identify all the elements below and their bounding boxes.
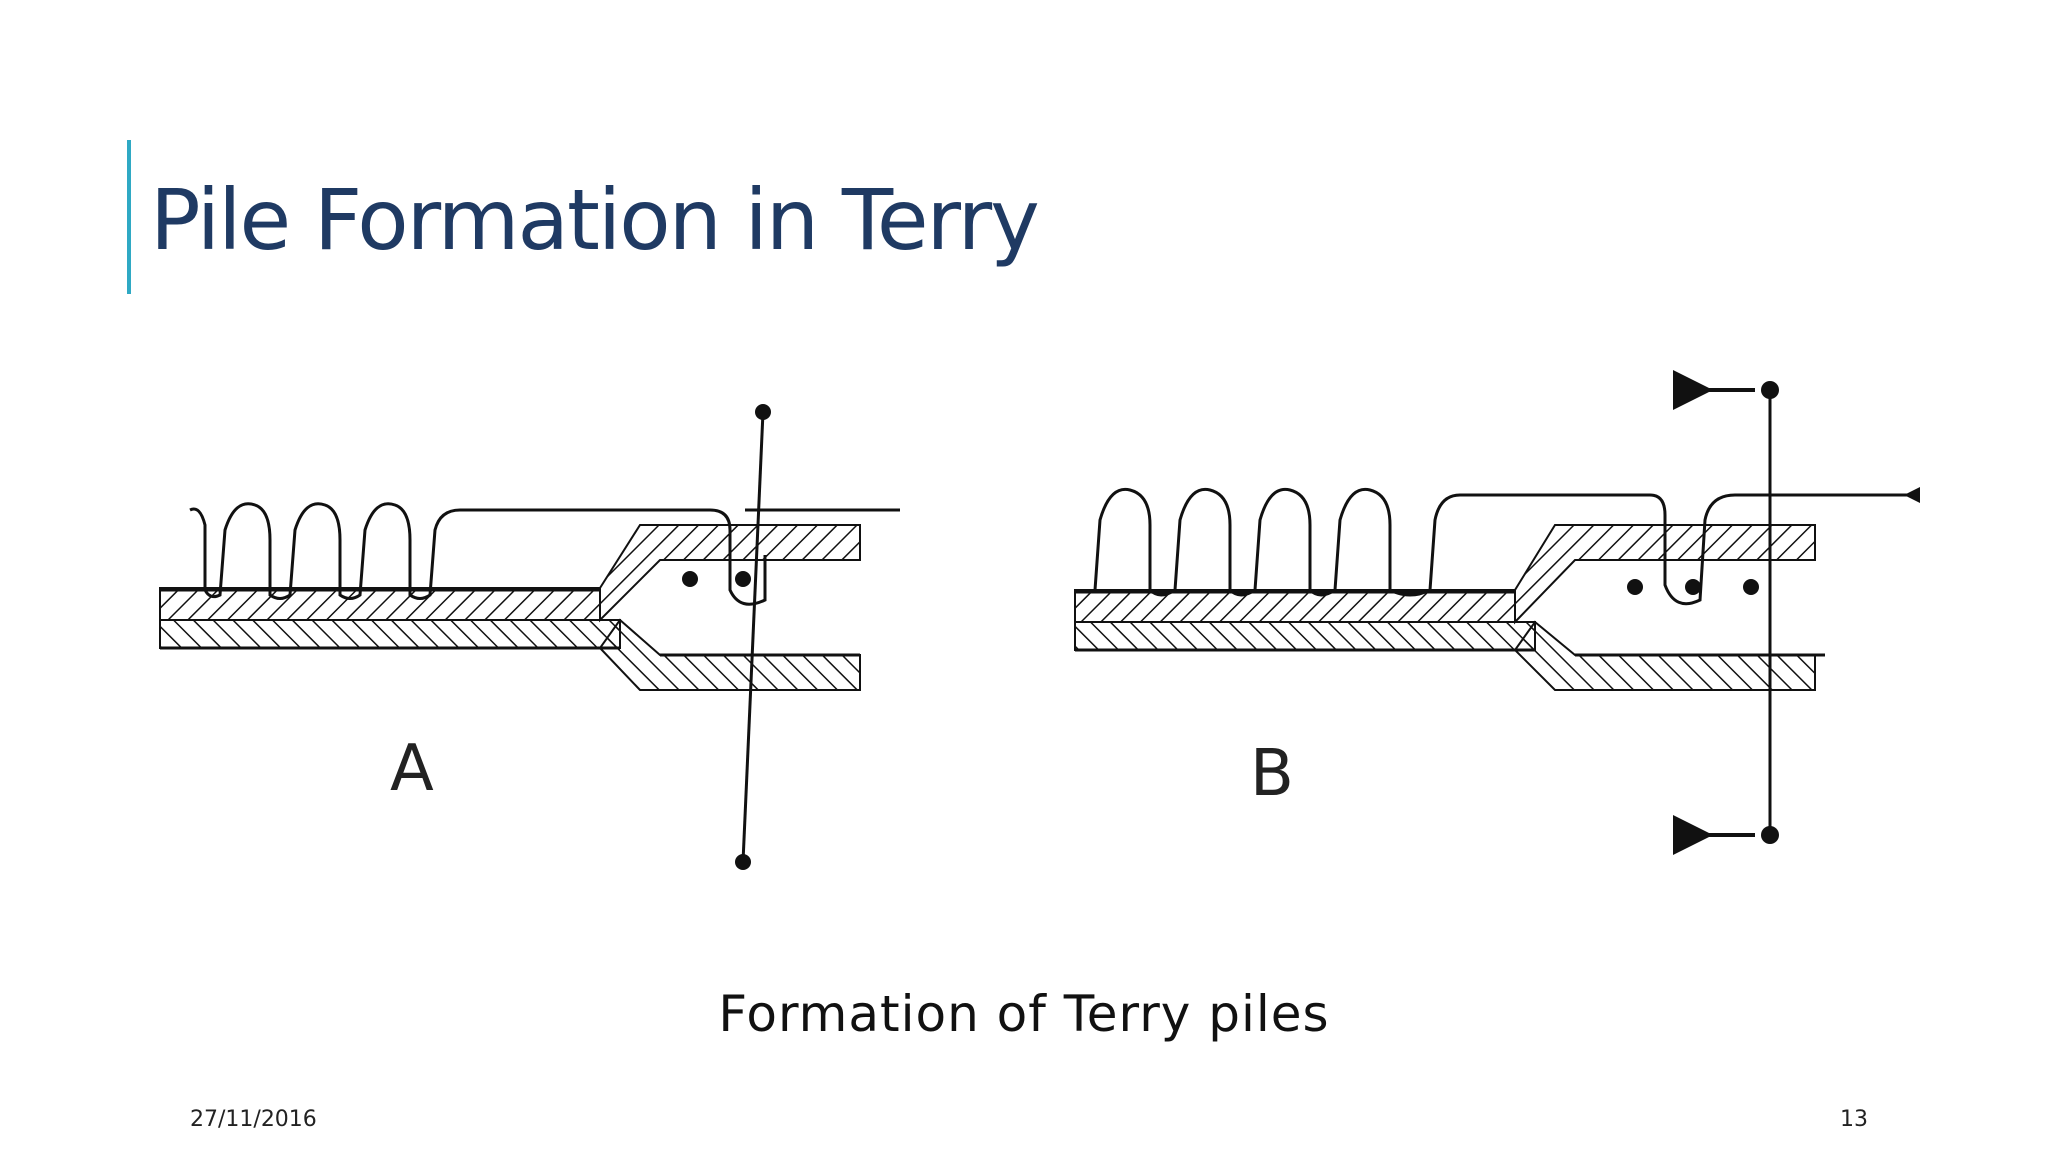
cloth-a <box>159 524 861 691</box>
panel-b-label: B <box>1250 737 1294 811</box>
title-accent-bar <box>127 140 131 294</box>
footer-date: 27/11/2016 <box>190 1107 317 1132</box>
page-number: 13 <box>1840 1107 1868 1132</box>
panel-a-label: A <box>390 732 434 806</box>
reed-a <box>741 411 765 863</box>
panel-b: B <box>1074 370 1920 855</box>
weft-pick <box>682 571 698 587</box>
weft-pick <box>1685 579 1701 595</box>
panel-a: A <box>159 404 900 870</box>
terry-pile-diagram: A B <box>159 370 1920 870</box>
slide-title: Pile Formation in Terry <box>150 171 1040 269</box>
cloth-b <box>1074 524 1825 691</box>
pile-yarn-b <box>1093 487 1835 606</box>
weft-pick <box>735 571 751 587</box>
pile-yarn-a <box>189 502 732 600</box>
figure-caption: Formation of Terry piles <box>718 985 1330 1043</box>
weft-pick <box>1627 579 1643 595</box>
weft-pick <box>1743 579 1759 595</box>
